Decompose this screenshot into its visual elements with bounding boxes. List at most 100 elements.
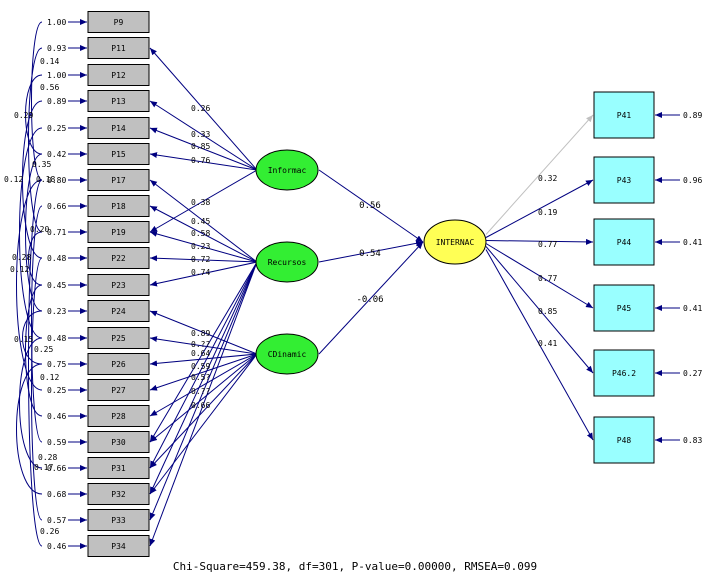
output-indicator-label: P43 [617,176,632,185]
indicator-label: P24 [111,307,126,316]
loading-arrow [149,353,258,391]
loading-arrow [149,47,258,171]
loading-arrow [149,261,258,495]
latent-variable-label: Informac [268,166,307,175]
error-variance-value: 0.25 [47,124,66,133]
indicator-box [87,37,150,59]
loading-arrow [149,353,258,443]
error-variance-value: 0.71 [47,228,66,237]
indicator-box [87,221,150,243]
indicator-box [87,327,150,349]
loading-arrow [149,100,258,171]
loading-arrow [149,353,258,495]
covariance-value: 0.18 [36,175,55,184]
error-variance-value: 0.66 [47,202,66,211]
latent-variable-ellipse [255,241,319,283]
loading-arrow [149,353,258,417]
error-variance-value: 0.46 [47,412,66,421]
structural-coefficient: 0.54 [359,249,381,259]
indicator-label: P9 [114,18,124,27]
error-covariance-curve [16,179,43,391]
error-variance-value: 0.45 [47,281,66,290]
indicator-box [87,431,150,453]
indicator-label: P33 [111,516,126,525]
indicator-box [87,353,150,375]
output-indicator-box [593,156,655,204]
covariance-value: 0.12 [4,175,23,184]
structural-path-arrow [318,169,424,243]
error-variance-value: 0.48 [47,334,66,343]
structural-path-arrow [318,241,424,355]
output-error-value: 0.41 [683,304,702,313]
structural-path-arrow [318,240,424,263]
loading-arrow [149,179,258,263]
outcome-latent-ellipse [423,219,487,265]
output-loading-arrow [485,249,594,441]
error-variance-value: 0.59 [47,438,66,447]
covariance-value: 0.28 [38,453,57,462]
indicator-label: P30 [111,438,126,447]
error-covariance-curve [25,153,43,312]
loading-value: 0.5? [191,373,210,382]
loading-value: 0.74 [191,268,210,277]
output-loading-value: 0.41 [538,339,557,348]
indicator-label: P11 [111,44,126,53]
loading-arrow [149,261,258,443]
output-loading-value: 0.77 [538,240,557,249]
indicator-box [87,483,150,505]
latent-variable-label: CDinamic [268,350,307,359]
error-variance-value: 0.46 [47,542,66,551]
latent-variable-label: Recursos [268,258,307,267]
indicator-label: P13 [111,97,126,106]
error-variance-value: 0.93 [47,44,66,53]
covariance-value: 0.15 [14,335,33,344]
indicator-label: P34 [111,542,126,551]
loading-value: 0.23 [191,242,210,251]
loading-arrow [149,353,258,469]
loading-arrow [149,169,258,233]
indicator-box [87,143,150,165]
indicator-box [87,535,150,557]
loading-arrow [149,152,258,171]
structural-coefficient: 0.56 [359,201,381,211]
error-covariance-curve [25,74,43,155]
output-indicator-label: P44 [617,238,632,247]
error-covariance-curve [31,21,43,181]
error-variance-value: 0.68 [47,490,66,499]
output-indicator-box [593,218,655,266]
loading-arrow [149,205,258,263]
loading-value: 0.89 [191,329,210,338]
indicator-box [87,457,150,479]
output-error-value: 0.89 [683,111,702,120]
loading-value: 0.58 [191,229,210,238]
output-loading-value: 0.32 [538,174,557,183]
indicator-label: P17 [111,176,126,185]
indicator-box [87,169,150,191]
error-variance-value: 0.25 [47,386,66,395]
covariance-value: 0.17 [34,463,53,472]
output-loading-value: 0.85 [538,307,557,316]
indicator-box [87,11,150,33]
loading-arrow [149,255,258,263]
output-loading-value: 0.19 [538,208,557,217]
loading-value: 0.76 [191,156,210,165]
indicator-label: P12 [111,71,126,80]
loading-arrow [149,310,258,355]
loading-value: 0.64 [191,349,210,358]
indicator-label: P28 [111,412,126,421]
loading-value: 0.66 [191,401,210,410]
covariance-value: 0.12 [40,373,59,382]
loading-arrow [149,231,258,263]
output-indicator-box [593,416,655,464]
covariance-value: 0.14 [40,57,59,66]
indicator-label: P18 [111,202,126,211]
loading-arrow [149,336,258,355]
indicator-label: P25 [111,334,126,343]
output-indicator-label: P45 [617,304,632,313]
fit-statistics: Chi-Square=459.38, df=301, P-value=0.000… [172,560,538,573]
output-loading-arrow [485,114,594,235]
loading-value: 0.33 [191,130,210,139]
output-loading-value: 0.77 [538,274,557,283]
